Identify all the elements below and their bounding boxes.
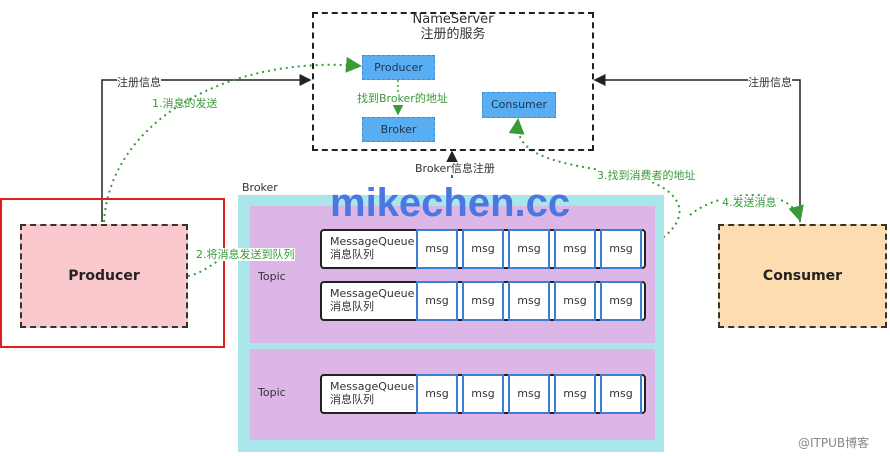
step4-label: 4.发送消息 — [722, 196, 777, 209]
msg-cell: msg — [600, 281, 642, 321]
msg-cell: msg — [462, 229, 504, 269]
step1-label: 1.消息的发送 — [152, 97, 218, 110]
msg-cell: msg — [462, 281, 504, 321]
nameserver-box — [312, 12, 594, 151]
msg-cell: msg — [416, 281, 458, 321]
find-broker-label: 找到Broker的地址 — [357, 92, 448, 105]
credit: @ITPUB博客 — [798, 436, 870, 450]
step1-arrow — [103, 56, 362, 223]
msg-cell: msg — [554, 281, 596, 321]
consumer-box: Consumer — [718, 224, 887, 328]
topic-label: Topic — [258, 270, 286, 283]
topic-label: Topic — [258, 386, 286, 399]
broker-label: Broker — [242, 181, 278, 194]
msg-cell: msg — [416, 229, 458, 269]
ns-consumer: Consumer — [482, 92, 556, 118]
watermark: mikechen.cc — [330, 181, 571, 225]
msg-cell: msg — [554, 229, 596, 269]
register-arrow-left — [101, 74, 312, 222]
ns-broker: Broker — [362, 117, 435, 142]
msg-cell: msg — [508, 281, 550, 321]
msg-cell: msg — [600, 374, 642, 414]
step4-arrow — [689, 194, 804, 222]
producer-highlight — [0, 198, 225, 348]
msg-cell: msg — [462, 374, 504, 414]
msg-cell: msg — [600, 229, 642, 269]
msg-cell: msg — [508, 229, 550, 269]
broker-register-label: Broker信息注册 — [415, 162, 495, 175]
register-label-right: 注册信息 — [748, 76, 792, 89]
step3-arrow — [508, 118, 681, 248]
ns-producer: Producer — [362, 55, 435, 80]
step3-label: 3.找到消费者的地址 — [597, 169, 696, 182]
msg-cell: msg — [416, 374, 458, 414]
msg-cell: msg — [508, 374, 550, 414]
register-label-left: 注册信息 — [117, 76, 161, 89]
producer-box: Producer — [20, 224, 188, 328]
step2-label: 2.将消息发送到队列 — [196, 248, 295, 261]
nameserver-name: NameServer — [412, 12, 494, 27]
nameserver-subtitle: 注册的服务 — [420, 27, 486, 42]
register-arrow-right — [593, 74, 801, 222]
msg-cell: msg — [554, 374, 596, 414]
